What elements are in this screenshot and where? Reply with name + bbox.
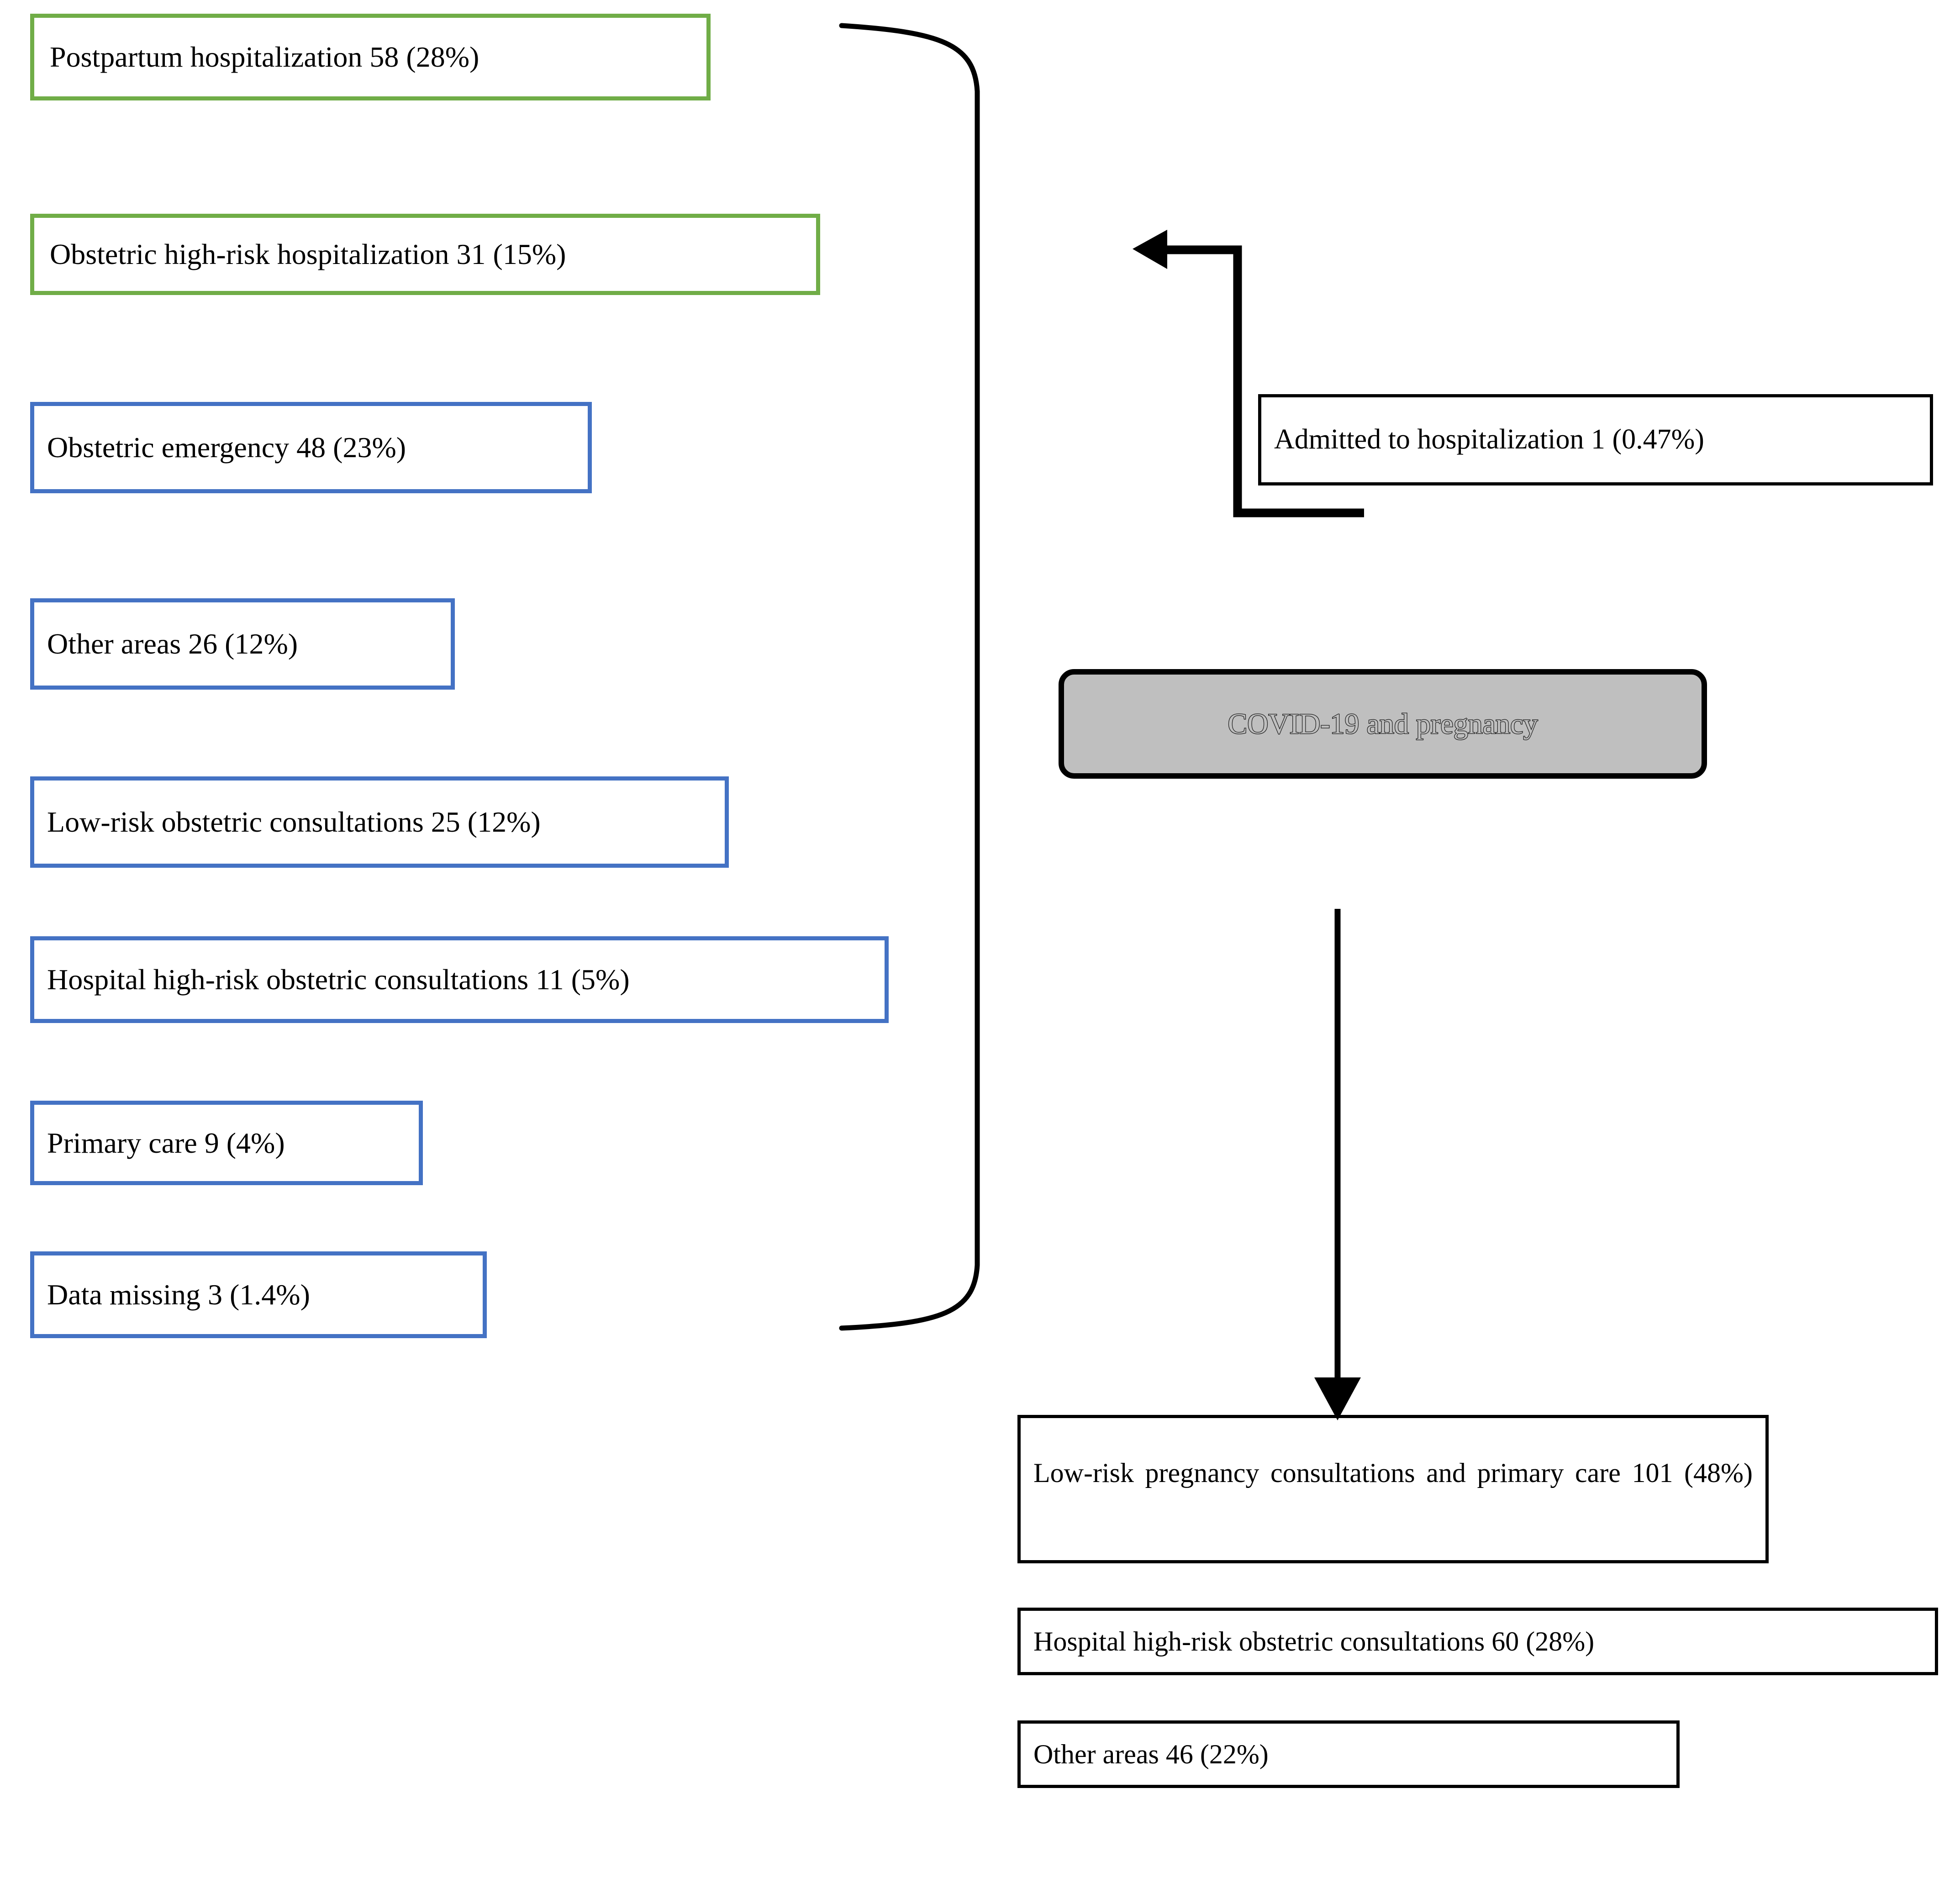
node-postpartum-hospitalization[interactable]: Postpartum hospitalization 58 (28%): [30, 14, 711, 100]
node-low-risk-pregnancy-consultations-primary-care[interactable]: Low-risk pregnancy consultations and pri…: [1017, 1415, 1769, 1563]
node-low-risk-obstetric-consultations[interactable]: Low-risk obstetric consultations 25 (12%…: [30, 776, 729, 868]
node-other-areas-left[interactable]: Other areas 26 (12%): [30, 598, 455, 690]
node-label: Primary care 9 (4%): [47, 1126, 285, 1159]
node-hospital-high-risk-obstetric-consultations-bottom[interactable]: Hospital high-risk obstetric consultatio…: [1017, 1608, 1938, 1675]
node-obstetric-high-risk-hospitalization[interactable]: Obstetric high-risk hospitalization 31 (…: [30, 214, 820, 295]
node-obstetric-emergency[interactable]: Obstetric emergency 48 (23%): [30, 402, 592, 493]
node-label: Postpartum hospitalization 58 (28%): [50, 41, 479, 74]
node-primary-care[interactable]: Primary care 9 (4%): [30, 1101, 423, 1185]
curly-brace-left-group: [839, 23, 980, 1331]
node-admitted-to-hospitalization[interactable]: Admitted to hospitalization 1 (0.47%): [1258, 394, 1933, 485]
node-label: COVID-19 and pregnancy: [1227, 707, 1538, 740]
node-covid-19-and-pregnancy[interactable]: COVID-19 and pregnancy: [1059, 669, 1707, 779]
node-label: Hospital high-risk obstetric consultatio…: [47, 963, 630, 996]
node-other-areas-bottom[interactable]: Other areas 46 (22%): [1017, 1720, 1680, 1788]
node-label: Hospital high-risk obstetric consultatio…: [1033, 1626, 1595, 1656]
elbow-arrow-admitted-head: [1133, 230, 1167, 269]
node-label: Low-risk obstetric consultations 25 (12%…: [47, 806, 541, 839]
node-hospital-high-risk-obstetric-consultations-left[interactable]: Hospital high-risk obstetric consultatio…: [30, 936, 889, 1023]
down-arrow-head: [1314, 1377, 1361, 1420]
node-label: Obstetric emergency 48 (23%): [47, 431, 406, 464]
node-label: Low-risk pregnancy consultations and pri…: [1033, 1457, 1753, 1488]
node-label: Other areas 46 (22%): [1033, 1739, 1269, 1769]
node-label: Obstetric high-risk hospitalization 31 (…: [50, 238, 566, 271]
node-data-missing[interactable]: Data missing 3 (1.4%): [30, 1251, 487, 1338]
node-label: Data missing 3 (1.4%): [47, 1278, 310, 1311]
node-label: Admitted to hospitalization 1 (0.47%): [1274, 424, 1704, 455]
node-label: Other areas 26 (12%): [47, 628, 298, 660]
